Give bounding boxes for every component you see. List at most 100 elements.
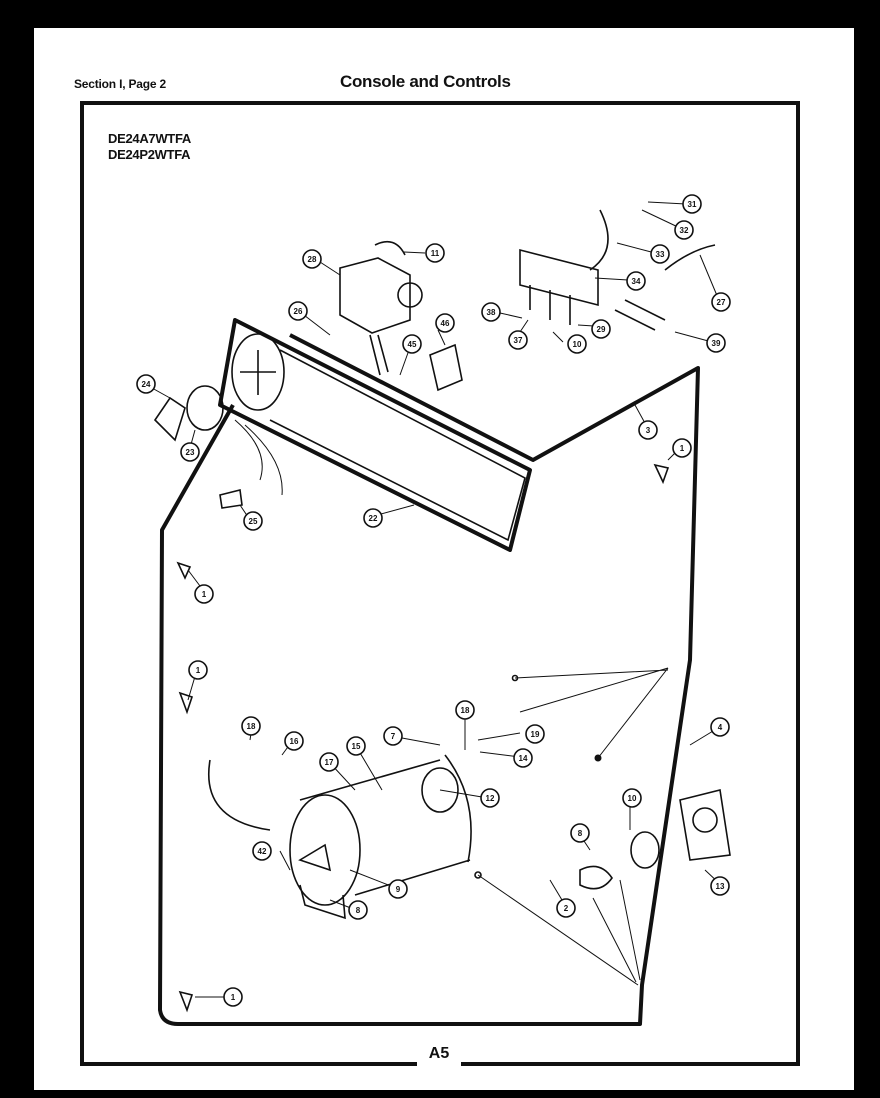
callout-label: 4 [718, 723, 723, 732]
callout-46: 46 [435, 313, 455, 333]
callout-34: 34 [626, 271, 646, 291]
callout-1: 1 [194, 584, 214, 604]
callout-29: 29 [591, 319, 611, 339]
callout-3: 3 [638, 420, 658, 440]
callout-27: 27 [711, 292, 731, 312]
callout-label: 27 [717, 298, 726, 307]
callout-label: 32 [680, 226, 689, 235]
callout-15: 15 [346, 736, 366, 756]
callout-14: 14 [513, 748, 533, 768]
callout-label: 16 [290, 737, 299, 746]
timer-knob [153, 396, 186, 442]
callout-31: 31 [682, 194, 702, 214]
callout-32: 32 [674, 220, 694, 240]
timer-dial-opening [231, 333, 285, 411]
callout-1: 1 [223, 987, 243, 1007]
callout-label: 1 [680, 444, 685, 453]
leader-lines [151, 201, 722, 998]
callout-label: 23 [186, 448, 195, 457]
callout-18: 18 [241, 716, 261, 736]
control-bracket [519, 248, 599, 307]
callout-45: 45 [402, 334, 422, 354]
callout-label: 10 [628, 794, 637, 803]
fastener-clips [176, 463, 670, 1013]
console-panel [218, 318, 532, 552]
callout-42: 42 [252, 841, 272, 861]
callout-label: 19 [531, 730, 540, 739]
page-title: Console and Controls [340, 72, 511, 91]
callout-label: 31 [688, 200, 697, 209]
callout-label: 26 [294, 307, 303, 316]
callout-label: 25 [249, 517, 258, 526]
callout-8: 8 [348, 900, 368, 920]
model-number: DE24P2WTFA [108, 147, 191, 162]
callout-28: 28 [302, 249, 322, 269]
callout-23: 23 [180, 442, 200, 462]
selector-switch [429, 343, 463, 392]
callout-label: 46 [441, 319, 450, 328]
callout-26: 26 [288, 301, 308, 321]
timer-assembly [339, 257, 411, 334]
callout-label: 10 [573, 340, 582, 349]
callout-4: 4 [710, 717, 730, 737]
callout-1: 1 [188, 660, 208, 680]
callout-37: 37 [508, 330, 528, 350]
callout-label: 1 [202, 590, 207, 599]
callout-label: 1 [196, 666, 201, 675]
callout-label: 39 [712, 339, 721, 348]
callout-label: 11 [431, 249, 440, 258]
callout-label: 7 [391, 732, 396, 741]
callout-label: 33 [656, 250, 665, 259]
callout-label: 15 [352, 742, 361, 751]
callout-24: 24 [136, 374, 156, 394]
cabinet-outline [158, 333, 700, 1026]
callout-label: 22 [369, 514, 378, 523]
callout-10: 10 [567, 334, 587, 354]
callout-label: 2 [564, 904, 569, 913]
callout-label: 28 [308, 255, 317, 264]
thermostat-bracket [679, 789, 731, 861]
callout-7: 7 [383, 726, 403, 746]
callout-label: 37 [514, 336, 523, 345]
callout-label: 1 [231, 993, 236, 1002]
callout-label: 18 [461, 706, 470, 715]
model-number: DE24A7WTFA [108, 131, 191, 146]
callout-25: 25 [243, 511, 263, 531]
drum-front [289, 794, 361, 906]
callout-1: 1 [672, 438, 692, 458]
callout-label: 18 [247, 722, 256, 731]
model-list: DE24A7WTFA DE24P2WTFA [108, 131, 191, 163]
page-number: A5 [417, 1040, 461, 1068]
callout-label: 29 [597, 325, 606, 334]
callout-label: 8 [356, 906, 361, 915]
callout-19: 19 [525, 724, 545, 744]
callout-label: 45 [408, 340, 417, 349]
callout-label: 38 [487, 308, 496, 317]
callout-label: 34 [632, 277, 641, 286]
callout-label: 42 [258, 847, 267, 856]
timer-dial [186, 385, 224, 431]
console-panel-inner [269, 349, 526, 542]
callout-label: 24 [142, 380, 151, 389]
callout-2: 2 [556, 898, 576, 918]
callout-label: 8 [578, 829, 583, 838]
callout-16: 16 [284, 731, 304, 751]
callout-label: 3 [646, 426, 651, 435]
callout-13: 13 [710, 876, 730, 896]
section-label: Section I, Page 2 [74, 77, 166, 91]
callout-label: 14 [519, 754, 528, 763]
callout-12: 12 [480, 788, 500, 808]
callout-10: 10 [622, 788, 642, 808]
callout-33: 33 [650, 244, 670, 264]
callout-label: 17 [325, 758, 334, 767]
callout-label: 12 [486, 794, 495, 803]
callout-17: 17 [319, 752, 339, 772]
callout-8: 8 [570, 823, 590, 843]
callout-18: 18 [455, 700, 475, 720]
callout-22: 22 [363, 508, 383, 528]
callout-9: 9 [388, 879, 408, 899]
callout-label: 13 [716, 882, 725, 891]
callout-11: 11 [425, 243, 445, 263]
callout-38: 38 [481, 302, 501, 322]
